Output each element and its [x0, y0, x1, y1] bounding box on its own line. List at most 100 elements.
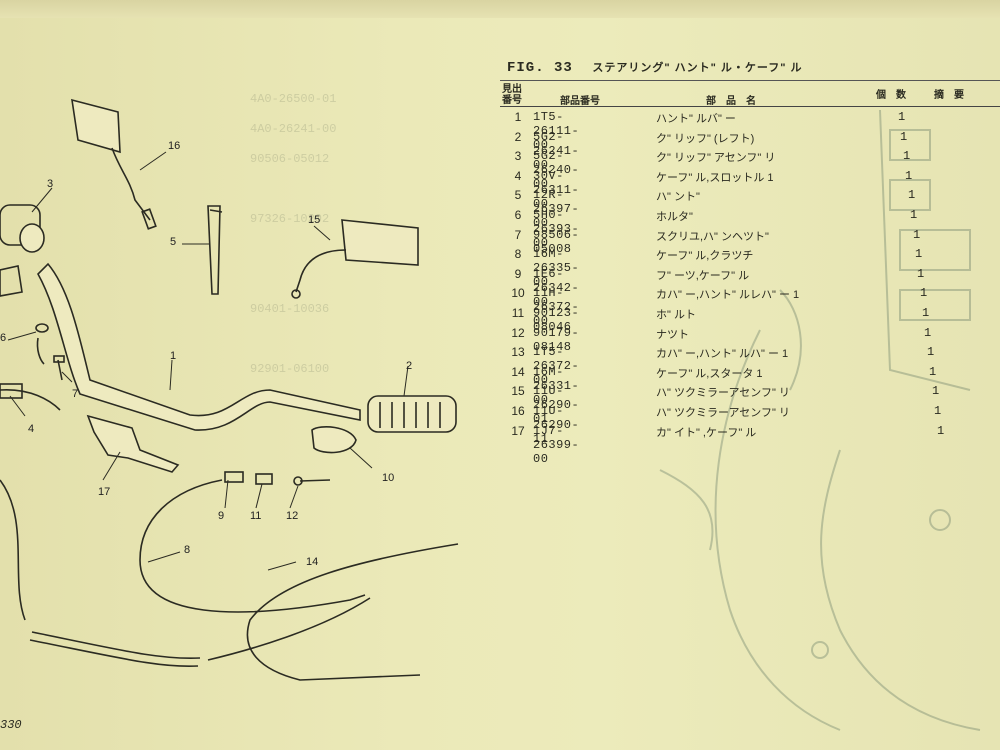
part-name: フ" ーツ,ケーフ" ル: [656, 269, 750, 282]
callout-4: 4: [28, 423, 35, 435]
part-name: カハ" ー,ハント" ルレハ" ー 1: [656, 289, 800, 302]
quantity: 1: [910, 208, 918, 222]
part-number: 11U-26290-01: [533, 384, 580, 427]
bleed-through-text: 90506-05012: [250, 152, 330, 166]
ref-number: 17: [511, 423, 525, 438]
part-name: ハ" ツクミラーアセンフ" リ: [656, 407, 790, 419]
quantity: 1: [903, 149, 911, 164]
part-name: ケーフ" ル,スタータ 1: [656, 367, 763, 380]
mirror-15-head: [341, 219, 419, 266]
column-header-part-no: 部品番号: [560, 96, 600, 107]
callout-6: 6: [0, 332, 7, 344]
parts-exploded-diagram: [0, 98, 459, 681]
part-name: ホ" ルト: [656, 309, 696, 321]
callout-3: 3: [47, 178, 54, 190]
callout-1: 1: [170, 350, 177, 362]
ref-number: 4: [514, 168, 522, 183]
part-number: 90179-08148: [533, 325, 580, 354]
quantity: 1: [920, 286, 928, 301]
part-number: 5H0-26393-00: [533, 208, 580, 250]
mirror-16-head: [71, 98, 121, 154]
ref-number: 1: [514, 110, 522, 124]
ref-number: 12: [511, 325, 525, 340]
column-header-qty: 個 数: [876, 90, 906, 101]
callout-10: 10: [382, 472, 395, 484]
ref-number: 5: [514, 188, 522, 203]
callout-7: 7: [72, 388, 79, 400]
callout-5: 5: [170, 236, 177, 248]
handlebar-1: [37, 262, 361, 431]
part-number: 1T5-26111-00: [533, 110, 580, 152]
callout-17: 17: [98, 486, 111, 498]
quantity: 1: [937, 423, 945, 438]
bleed-through-diagram: [659, 109, 981, 731]
callout-12: 12: [286, 510, 299, 522]
bleed-through-text: 4A0-26241-00: [250, 122, 337, 136]
ref-number: 11: [511, 306, 525, 320]
callout-14: 14: [306, 556, 319, 568]
quantity: 1: [917, 266, 925, 281]
callout-2: 2: [406, 360, 413, 372]
part-number: 98506-05008: [533, 227, 580, 256]
starter-cable-14: [246, 543, 459, 681]
quantity: 1: [905, 168, 913, 183]
quantity: 1: [898, 110, 906, 124]
clutch-cable-8: [139, 479, 366, 613]
part-name: ク" リッフ" (レフト): [656, 132, 755, 145]
part-number: 5G2-26240-00: [533, 149, 580, 192]
page-number: 330: [0, 718, 22, 732]
ref-number: 7: [514, 227, 522, 242]
figure-heading: ステアリング" ハント" ル・ケーフ" ル: [592, 62, 803, 74]
part-number: 1T5-26372-00: [533, 345, 580, 388]
part-name: ケーフ" ル,クラツチ: [656, 250, 754, 263]
part-name: スクリユ,ハ" ンヘツト": [656, 230, 769, 243]
callout-15: 15: [308, 214, 321, 226]
quantity: 1: [922, 306, 930, 320]
quantity: 1: [932, 384, 940, 399]
part-number: 16M-26335-00: [533, 247, 580, 290]
part-number: 16M-26331-00: [533, 364, 580, 407]
ref-number: 13: [511, 345, 525, 360]
part-number: 11H-26372-00: [533, 286, 580, 329]
part-number: 1E6-26342-00: [533, 266, 580, 309]
ref-number: 3: [514, 149, 522, 164]
ref-number: 10: [511, 286, 525, 301]
part-name: ハ" ント": [656, 191, 700, 204]
part-number: 1J7-26399-00: [533, 423, 580, 466]
ref-number: 6: [514, 208, 522, 222]
column-header-rule: [500, 106, 1000, 107]
callout-11: 11: [250, 510, 262, 522]
ref-number: 2: [514, 129, 522, 144]
ref-number: 15: [511, 384, 525, 399]
part-number: 11U-26290-11: [533, 404, 580, 446]
bleed-through-text: 4A0-26500-01: [250, 92, 337, 106]
callout-16: 16: [168, 140, 181, 152]
page-top-edge: [0, 0, 1000, 18]
quantity: 1: [915, 247, 923, 262]
part-number: 5G2-26241-00: [533, 129, 580, 172]
quantity: 1: [929, 364, 937, 379]
bleed-through-text: 97326-10202: [250, 212, 330, 226]
column-header-part-name: 部 品 名: [706, 96, 756, 107]
part-name: ホルタ": [656, 211, 693, 223]
quantity: 1: [927, 345, 935, 360]
quantity: 1: [924, 325, 932, 340]
part-name: ハント" ルバ" ー: [656, 113, 736, 125]
ref-number: 14: [511, 364, 525, 379]
quantity: 1: [934, 404, 942, 418]
column-header-remarks: 摘 要: [934, 90, 964, 101]
part-number: 90123-08046: [533, 306, 580, 334]
column-header-ref: 見出 番号: [502, 84, 522, 106]
part-name: カハ" ー,ハント" ルハ" ー 1: [656, 348, 789, 361]
part-name: ク" リッフ" アセンフ" リ: [656, 152, 776, 165]
part-number: 12R-26397-00: [533, 188, 580, 231]
bleed-through-text: 90401-10036: [250, 302, 330, 316]
callout-8: 8: [184, 544, 191, 556]
callout-9: 9: [218, 510, 225, 522]
part-name: ハ" ツクミラーアセンフ" リ: [656, 387, 790, 400]
figure-title: FIG. 33 ステアリング" ハント" ル・ケーフ" ル: [507, 58, 803, 76]
ref-number: 16: [511, 404, 525, 418]
part-name: カ" イト" ,ケーフ" ル: [656, 426, 757, 439]
figure-number: FIG. 33: [507, 60, 573, 76]
